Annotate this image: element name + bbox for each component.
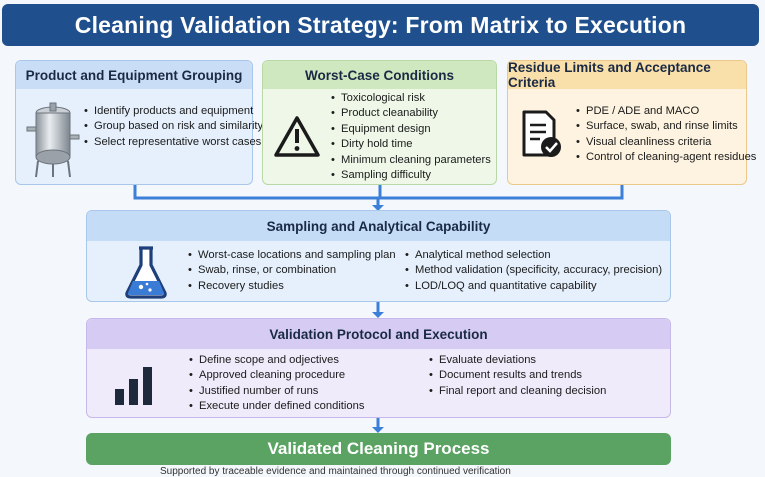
- list-item: Toxicological risk: [331, 91, 491, 107]
- list-item: PDE / ADE and MACO: [576, 104, 756, 120]
- list-item: Evaluate deviations: [429, 353, 606, 369]
- card-title: Worst-Case Conditions: [263, 61, 496, 89]
- page-title: Cleaning Validation Strategy: From Matri…: [2, 4, 759, 46]
- tank-icon: [26, 102, 80, 178]
- list-item: Surface, swab, and rinse limits: [576, 119, 756, 135]
- arrow-down-2: [372, 312, 384, 318]
- checklist-icon: [522, 110, 561, 157]
- list-item: Swab, rinse, or combination: [188, 263, 396, 279]
- bar-chart-icon: [115, 367, 152, 405]
- list-item: Execute under defined conditions: [189, 399, 364, 415]
- arrow-down-1: [372, 205, 384, 211]
- list-item: Define scope and odjectives: [189, 353, 364, 369]
- list-item: Visual cleanliness criteria: [576, 135, 756, 151]
- card-title: Product and Equipment Grouping: [16, 61, 252, 89]
- list-item: Recovery studies: [188, 279, 396, 295]
- card-worst-case: Worst-Case Conditions Toxicological risk…: [262, 60, 497, 185]
- card-title: Validation Protocol and Execution: [87, 319, 670, 349]
- list-item: Control of cleaning-agent residues: [576, 150, 756, 166]
- card-sampling-analytical: Sampling and Analytical Capability Worst…: [86, 210, 671, 302]
- list-item: Minimum cleaning parameters: [331, 153, 491, 169]
- list-item: Equipment design: [331, 122, 491, 138]
- card-residue-limits: Residue Limits and Acceptance Criteria P…: [507, 60, 756, 185]
- list-item: Analytical method selection: [405, 248, 662, 264]
- card-protocol-execution: Validation Protocol and Execution Define…: [86, 318, 671, 418]
- list-item: Product cleanability: [331, 106, 491, 122]
- list-item: Group based on risk and similarity: [84, 119, 263, 135]
- list-item: Final report and cleaning decision: [429, 384, 606, 400]
- warning-icon: [274, 116, 320, 157]
- arrow-down-3: [372, 427, 384, 433]
- list-item: Sampling difficulty: [331, 168, 491, 184]
- list-item: Dirty hold time: [331, 137, 491, 153]
- list-item: LOD/LOQ and quantitative capability: [405, 279, 662, 295]
- card-title: Sampling and Analytical Capability: [87, 211, 670, 241]
- footnote: Supported by traceable evidence and main…: [160, 466, 511, 477]
- list-item: Justified number of runs: [189, 384, 364, 400]
- list-item: Document results and trends: [429, 368, 606, 384]
- list-item: Method validation (specificity, accuracy…: [405, 263, 662, 279]
- list-item: Worst-case locations and sampling plan: [188, 248, 396, 264]
- card-title: Residue Limits and Acceptance Criteria: [508, 60, 746, 90]
- list-item: Approved cleaning procedure: [189, 368, 364, 384]
- card-product-grouping: Product and Equipment Grouping Identify …: [15, 60, 263, 185]
- flask-icon: [125, 246, 167, 299]
- validated-process-banner: Validated Cleaning Process: [86, 433, 671, 465]
- list-item: Select representative worst cases: [84, 135, 263, 151]
- list-item: Identify products and equipment: [84, 104, 263, 120]
